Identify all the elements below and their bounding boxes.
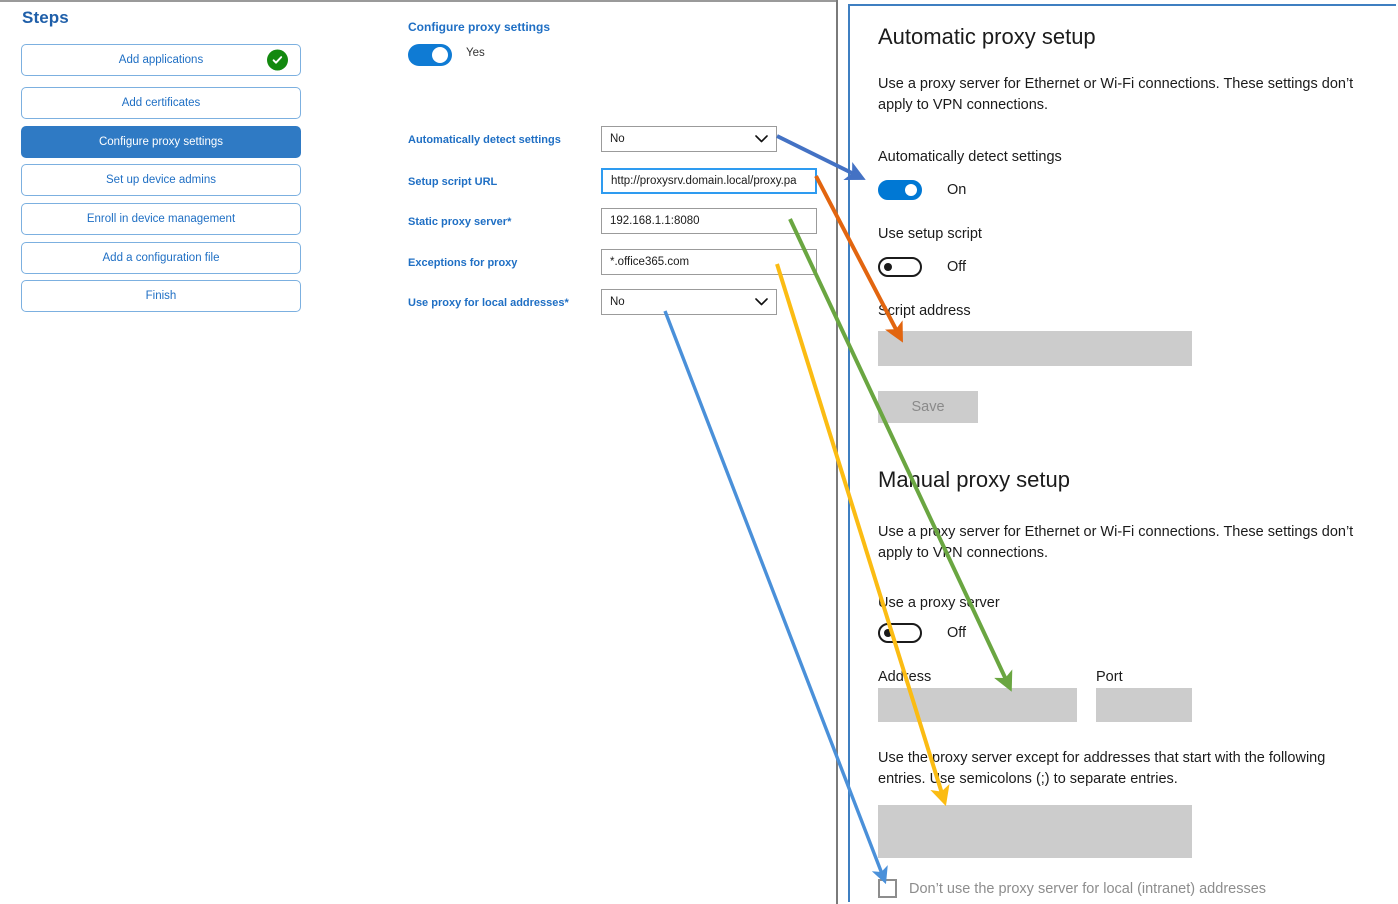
step-label: Set up device admins <box>106 174 216 186</box>
automatic-proxy-setup-description: Use a proxy server for Ethernet or Wi-Fi… <box>878 76 1354 113</box>
chevron-down-icon <box>755 298 768 307</box>
page-title: Steps <box>22 8 69 27</box>
step-label: Add certificates <box>121 97 201 109</box>
proxy-exceptions-input[interactable] <box>878 805 1192 858</box>
input-value: *.office365.com <box>610 256 690 268</box>
sidebar-item-add-certificates[interactable]: Add certificates <box>21 87 301 119</box>
use-a-proxy-server-state: Off <box>947 625 967 641</box>
address-input[interactable] <box>878 688 1077 722</box>
select-value: No <box>610 133 625 145</box>
script-address-input[interactable] <box>878 331 1192 366</box>
port-label: Port <box>1096 669 1123 685</box>
form-heading: Configure proxy settings <box>408 20 551 34</box>
automatically-detect-settings-toggle[interactable] <box>878 180 922 200</box>
check-circle-icon <box>267 49 288 71</box>
script-address-label: Script address <box>878 303 971 319</box>
step-label: Enroll in device management <box>86 213 236 225</box>
input-static-proxy-server[interactable]: 192.168.1.1:8080 <box>601 208 817 234</box>
sidebar-item-add-applications[interactable]: Add applications <box>21 44 301 76</box>
panel-vertical-divider <box>836 0 838 904</box>
input-setup-script-url[interactable]: http://proxysrv.domain.local/proxy.pa <box>601 168 817 194</box>
use-a-proxy-server-toggle[interactable] <box>878 623 922 643</box>
step-label: Finish <box>145 290 177 302</box>
select-use-proxy-for-local-addresses[interactable]: No <box>601 289 777 315</box>
top-divider-rule <box>0 0 837 2</box>
bypass-local-addresses-checkbox-row[interactable]: Don’t use the proxy server for local (in… <box>878 879 1266 898</box>
toggle-knob <box>905 184 917 196</box>
sidebar-item-set-up-device-admins[interactable]: Set up device admins <box>21 164 301 196</box>
select-value: No <box>610 296 625 308</box>
automatically-detect-settings-state: On <box>947 182 967 198</box>
use-setup-script-label: Use setup script <box>878 226 982 242</box>
label-use-proxy-for-local-addresses: Use proxy for local addresses* <box>408 297 569 309</box>
label-static-proxy-server: Static proxy server* <box>408 216 512 228</box>
use-a-proxy-server-label: Use a proxy server <box>878 595 1000 611</box>
proxy-exceptions-description: Use the proxy server except for addresse… <box>878 750 1326 787</box>
automatically-detect-settings-label: Automatically detect settings <box>878 149 1062 165</box>
configure-proxy-settings-toggle-label: Yes <box>466 47 485 59</box>
bypass-local-addresses-label: Don’t use the proxy server for local (in… <box>909 880 1267 897</box>
steps-panel: Steps Add applications Add certificates … <box>0 0 340 904</box>
label-setup-script-url: Setup script URL <box>408 176 498 188</box>
label-automatically-detect-settings: Automatically detect settings <box>408 134 561 146</box>
select-automatically-detect-settings[interactable]: No <box>601 126 777 152</box>
required-marker: * <box>564 297 569 309</box>
use-setup-script-toggle[interactable] <box>878 257 922 277</box>
toggle-knob <box>884 629 892 637</box>
configure-proxy-settings-toggle[interactable] <box>408 44 452 66</box>
proxy-form-panel: Configure proxy settings Yes Automatical… <box>340 0 836 904</box>
port-input[interactable] <box>1096 688 1192 722</box>
chevron-down-icon <box>755 135 768 144</box>
input-exceptions-for-proxy[interactable]: *.office365.com <box>601 249 817 275</box>
sidebar-item-enroll-in-device-management[interactable]: Enroll in device management <box>21 203 301 235</box>
automatic-proxy-setup-heading: Automatic proxy setup <box>878 24 1096 49</box>
address-label: Address <box>878 669 932 685</box>
checkbox-icon[interactable] <box>878 879 897 898</box>
manual-proxy-setup-description: Use a proxy server for Ethernet or Wi-Fi… <box>878 524 1354 561</box>
input-value: http://proxysrv.domain.local/proxy.pa <box>611 175 797 187</box>
sidebar-item-finish[interactable]: Finish <box>21 280 301 312</box>
use-setup-script-state: Off <box>947 259 967 275</box>
sidebar-item-add-a-configuration-file[interactable]: Add a configuration file <box>21 242 301 274</box>
input-value: 192.168.1.1:8080 <box>610 215 700 227</box>
toggle-knob <box>432 47 448 63</box>
label-exceptions-for-proxy: Exceptions for proxy <box>408 257 518 269</box>
toggle-knob <box>884 263 892 271</box>
manual-proxy-setup-heading: Manual proxy setup <box>878 467 1070 492</box>
step-label: Configure proxy settings <box>98 136 223 148</box>
windows-proxy-settings-panel: Automatic proxy setup Use a proxy server… <box>848 4 1396 902</box>
step-label: Add applications <box>118 54 204 66</box>
required-marker: * <box>507 216 512 228</box>
save-button[interactable]: Save <box>878 391 978 423</box>
step-label: Add a configuration file <box>102 252 220 264</box>
sidebar-item-configure-proxy-settings[interactable]: Configure proxy settings <box>21 126 301 158</box>
